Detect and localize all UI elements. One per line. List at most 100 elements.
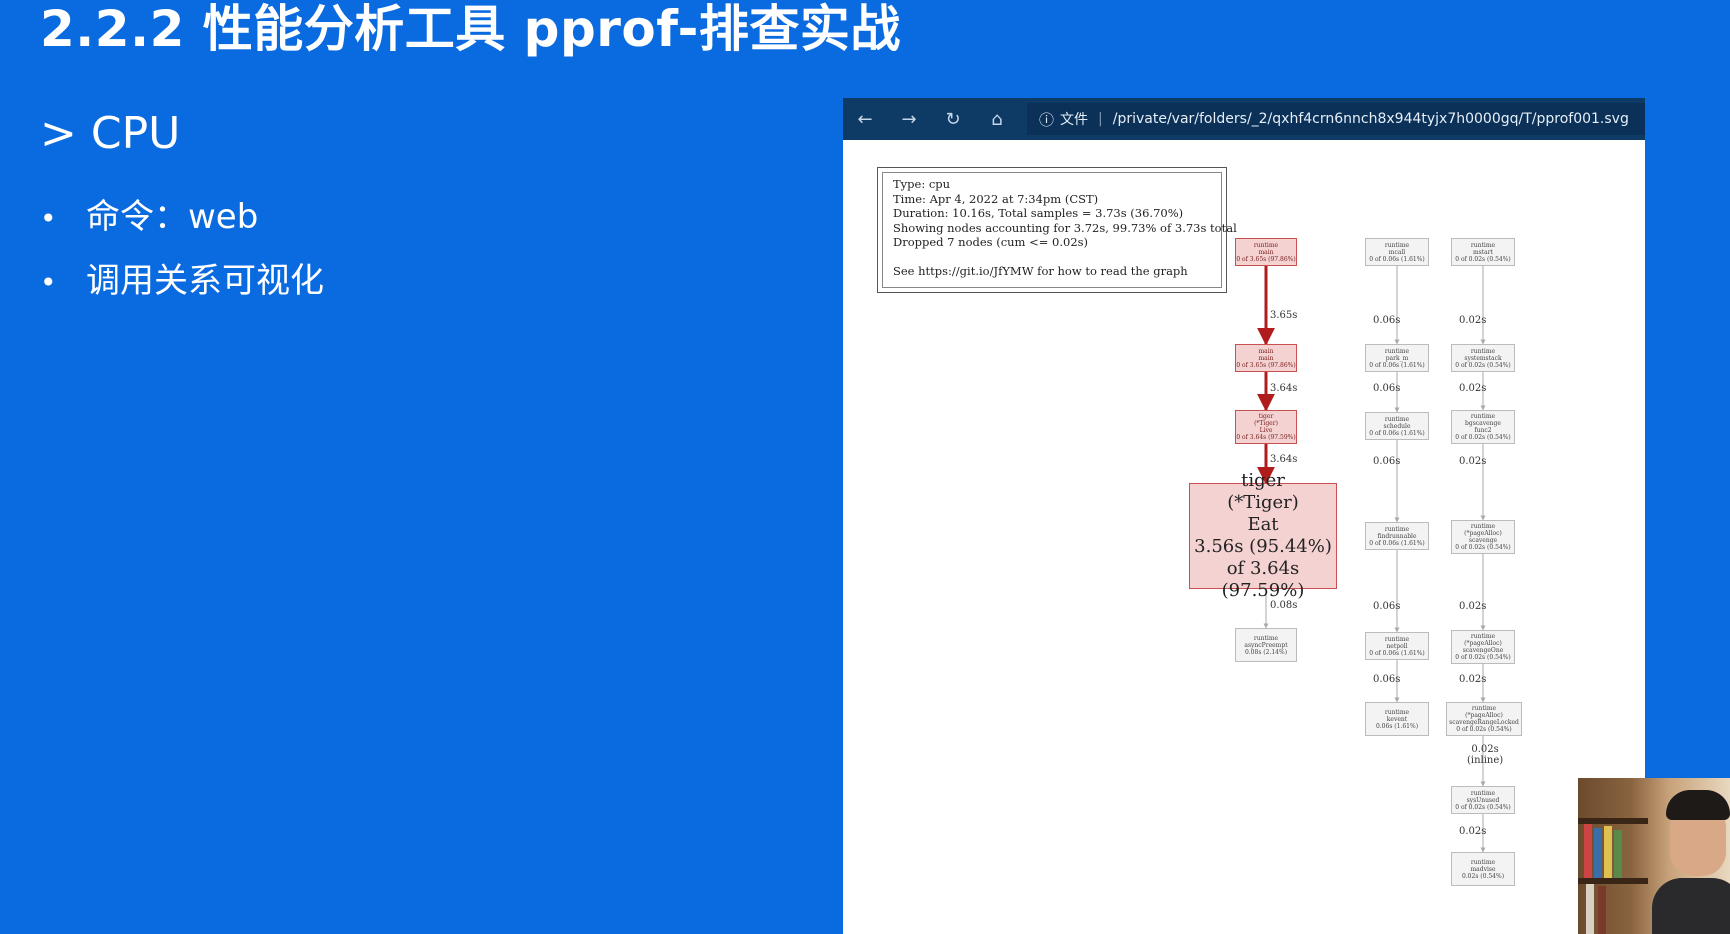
file-label: 文件 xyxy=(1060,112,1089,128)
url-text[interactable]: /private/var/folders/_2/qxhf4crn6nnch8x9… xyxy=(1112,111,1629,127)
graph-node-label: 0 of 0.02s (0.54%) xyxy=(1455,255,1511,263)
graph-node-label: (*pageAlloc) xyxy=(1464,530,1502,537)
book xyxy=(1598,886,1606,934)
person-hair xyxy=(1666,790,1730,820)
back-button[interactable]: ← xyxy=(843,98,887,140)
edge-label: 0.02s xyxy=(1459,315,1487,326)
graph-node-label: mstart xyxy=(1472,248,1494,256)
reload-button[interactable]: ↻ xyxy=(931,98,975,140)
book xyxy=(1614,830,1622,878)
graph-node-label: asyncPreempt xyxy=(1244,641,1288,649)
edge-label: 0.02s xyxy=(1459,601,1487,612)
graph-node-label: 0 of 0.02s (0.54%) xyxy=(1456,726,1512,733)
graph-node-label: park_m xyxy=(1385,354,1409,362)
bullet-item: •命令：web xyxy=(40,196,258,240)
address-bar[interactable]: ⓘ 文件 | /private/var/folders/_2/qxhf4crn6… xyxy=(1027,103,1645,135)
legend-line: Dropped 7 nodes (cum <= 0.02s) xyxy=(893,235,1089,249)
legend-line: Showing nodes accounting for 3.72s, 99.7… xyxy=(893,220,1237,235)
graph-node-label: 0 of 0.02s (0.54%) xyxy=(1455,361,1511,369)
edge-label: 0.02s(inline) xyxy=(1467,744,1504,766)
graph-node-label: 0 of 3.64s (97.59%) xyxy=(1236,434,1296,441)
graph-node-label: kevent xyxy=(1386,715,1408,723)
graph-node-label: main xyxy=(1258,248,1274,256)
graph-node-label: main xyxy=(1258,354,1274,362)
graph-node-label: 0 of 0.02s (0.54%) xyxy=(1455,654,1511,661)
edge-label: 0.08s xyxy=(1270,600,1298,611)
graph-node-label: 0 of 0.02s (0.54%) xyxy=(1455,803,1511,811)
graph-node-label: runtime xyxy=(1384,635,1410,643)
reload-icon: ↻ xyxy=(945,108,961,130)
graph-node-label: Live xyxy=(1259,427,1273,434)
graph-node-label: tiger xyxy=(1241,470,1285,491)
bookshelf xyxy=(1578,878,1648,884)
section-heading: > CPU xyxy=(40,108,181,159)
graph-node-label: (*pageAlloc) xyxy=(1465,712,1503,719)
home-button[interactable]: ⌂ xyxy=(975,98,1019,140)
webcam-overlay xyxy=(1578,778,1730,934)
graph-node-label: 0.08s (2.14%) xyxy=(1244,648,1288,656)
legend-line: Time: Apr 4, 2022 at 7:34pm (CST) xyxy=(893,191,1099,206)
browser-toolbar: ← → ↻ ⌂ ⓘ 文件 | /private/var/folders/_2/q… xyxy=(843,98,1645,140)
graph-node-label: 0.06s (1.61%) xyxy=(1375,722,1419,730)
graph-node-label: runtime xyxy=(1384,525,1410,533)
graph-node-label: scavengeRangeLocked xyxy=(1449,719,1519,726)
edge-label: 3.65s xyxy=(1270,310,1298,321)
legend-line: Type: cpu xyxy=(893,177,951,191)
graph-node-label: bgscavenge xyxy=(1465,420,1501,427)
graph-node-label: runtime xyxy=(1384,347,1410,355)
edge-label: 0.02s xyxy=(1459,674,1487,685)
edge-label: 0.06s xyxy=(1373,315,1401,326)
info-icon[interactable]: ⓘ xyxy=(1039,110,1055,129)
graph-node-label: runtime xyxy=(1384,708,1410,716)
graph-node-label: 0 of 0.06s (1.61%) xyxy=(1369,361,1425,369)
bullet-text: 命令：web xyxy=(86,197,259,237)
graph-node-label: tiger xyxy=(1258,413,1274,420)
graph-node-label: 0 of 0.06s (1.61%) xyxy=(1369,539,1425,547)
graph-node-label: 0.02s (0.54%) xyxy=(1461,872,1505,880)
graph-node-label: runtime xyxy=(1470,241,1496,249)
graph-node-label: runtime xyxy=(1253,241,1279,249)
forward-button[interactable]: → xyxy=(887,98,931,140)
edge-label: 0.06s xyxy=(1373,601,1401,612)
graph-node-label: Eat xyxy=(1247,514,1279,535)
arrow-left-icon: ← xyxy=(857,108,873,130)
book xyxy=(1594,828,1602,878)
graph-node-label: madvise xyxy=(1470,865,1496,873)
graph-node-label: systemstack xyxy=(1464,354,1502,362)
home-icon: ⌂ xyxy=(991,108,1003,130)
graph-node-label: runtime xyxy=(1471,705,1497,712)
graph-node-label: runtime xyxy=(1470,523,1496,530)
arrow-right-icon: → xyxy=(901,108,917,130)
edge-label: 0.02s xyxy=(1459,826,1487,837)
graph-node-label: 0 of 0.02s (0.54%) xyxy=(1455,544,1511,551)
bullet-item: •调用关系可视化 xyxy=(40,260,324,304)
edge-label: 0.06s xyxy=(1373,383,1401,394)
graph-node-label: of 3.64s (97.59%) xyxy=(1221,558,1305,601)
bookshelf xyxy=(1578,818,1648,824)
graph-node-label: mcall xyxy=(1388,248,1406,256)
person-shirt xyxy=(1652,878,1730,934)
legend-line: Duration: 10.16s, Total samples = 3.73s … xyxy=(893,206,1184,220)
graph-node-label: scavengeOne xyxy=(1462,647,1504,654)
